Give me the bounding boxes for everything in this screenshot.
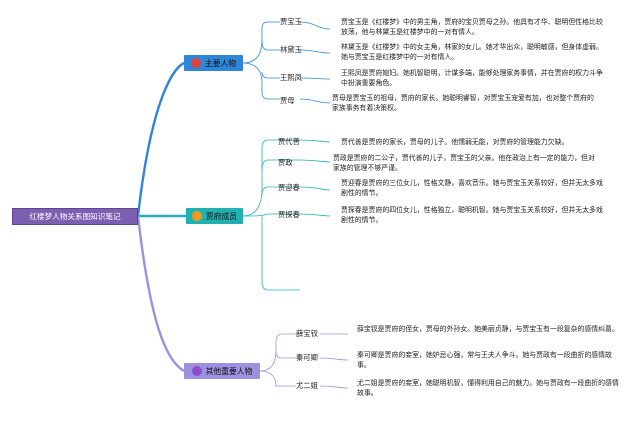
leaf-desc-erjie: 尤二姐是贾府的妾室，她聪明机智，懂得利用自己的魅力。她与贾政有一段曲折的感情故事… xyxy=(357,379,619,397)
connector-root-to-main xyxy=(136,61,185,217)
bracket-others xyxy=(259,333,296,387)
branch-other-characters[interactable]: 其他重要人物 xyxy=(184,363,260,379)
leaf-name-tanchun[interactable]: 贾探春 xyxy=(278,210,300,219)
leaf-connectors-others xyxy=(319,333,349,389)
leaf-desc-jiamu: 贾母是贾宝玉的祖母，贾府的家长。她聪明睿智，对贾宝玉宠爱有加，也对整个贾府的家族… xyxy=(332,94,594,112)
leaf-name-erjie[interactable]: 尤二姐 xyxy=(296,381,318,390)
orange-circle-icon xyxy=(191,211,202,221)
leaf-desc-keqing: 秦可卿是贾府的妾室，她妒忌心强，常与王夫人争斗。她与贾政有一段曲折的感情故事。 xyxy=(357,351,612,369)
leaf-name-keqing[interactable]: 秦可卿 xyxy=(296,353,318,362)
leaf-desc-daiyu: 林黛玉是《红楼梦》中的女主角，林家的女儿。她才华出众，聪明敏感，但身体虚弱。她与… xyxy=(341,43,603,61)
root-label: 红楼梦人物关系图知识笔记 xyxy=(29,212,121,221)
leaf-desc-baochai: 薛宝钗是贾府的侄女，贾母的外孙女。她美丽贞静，与贾宝玉有一段复杂的感情纠葛。 xyxy=(357,325,619,333)
leaf-connectors-family xyxy=(299,139,331,217)
leaf-desc-xifeng: 王熙凤是贾府媳妇。她机智聪明，计谋多端，能够处理家务事情，并在贾府的权力斗争中扮… xyxy=(341,69,603,87)
connector-root-to-others xyxy=(136,215,185,373)
bracket-main xyxy=(242,21,280,100)
leaf-name-baoyu[interactable]: 贾宝玉 xyxy=(280,17,302,26)
leaf-name-jiazheng[interactable]: 贾政 xyxy=(278,158,293,167)
leaf-name-yingchun[interactable]: 贾迎春 xyxy=(278,183,300,192)
branch-label: 其他重要人物 xyxy=(205,366,253,376)
branch-label: 贾府成员 xyxy=(205,211,238,221)
leaf-desc-baoyu: 贾宝玉是《红楼梦》中的男主角，贾府的宝贝贾母之孙。他具有才华、聪明但性格比较放荡… xyxy=(341,18,603,36)
branch-main-characters[interactable]: 主要人物 xyxy=(184,55,243,71)
leaf-name-baochai[interactable]: 薛宝钗 xyxy=(296,329,318,338)
purple-circle-icon xyxy=(191,366,202,376)
leaf-name-jiamu[interactable]: 贾母 xyxy=(280,96,295,105)
leaf-name-daiyu[interactable]: 林黛玉 xyxy=(280,45,302,54)
branch-label: 主要人物 xyxy=(204,58,237,68)
leaf-desc-yingchun: 贾迎春是贾府的三位女儿，性格文静，喜欢音乐。她与贾宝玉关系较好，但并无太多戏剧性… xyxy=(341,179,603,197)
bracket-family xyxy=(242,139,300,291)
leaf-name-daishan[interactable]: 贾代善 xyxy=(278,137,300,146)
leaf-desc-daishan: 贾代善是贾府的家长，贾母的儿子。他懦弱无能，对贾府的管理能力欠缺。 xyxy=(341,138,569,146)
leaf-connectors-main xyxy=(299,21,331,104)
leaf-name-xifeng[interactable]: 王熙凤 xyxy=(280,73,302,82)
leaf-desc-jiazheng: 贾政是贾府的二公子，贾代善的儿子，贾宝玉的父亲。他在政治上有一定的能力，但对家族… xyxy=(333,154,595,172)
branch-family-members[interactable]: 贾府成员 xyxy=(186,208,243,224)
leaf-desc-tanchun: 贾探春是贾府的四位女儿，性格独立，聪明机智。她与贾宝玉关系较好，但并无太多戏剧性… xyxy=(341,206,603,224)
root-node[interactable]: 红楼梦人物关系图知识笔记 xyxy=(12,208,138,225)
red-circle-icon xyxy=(190,58,201,68)
